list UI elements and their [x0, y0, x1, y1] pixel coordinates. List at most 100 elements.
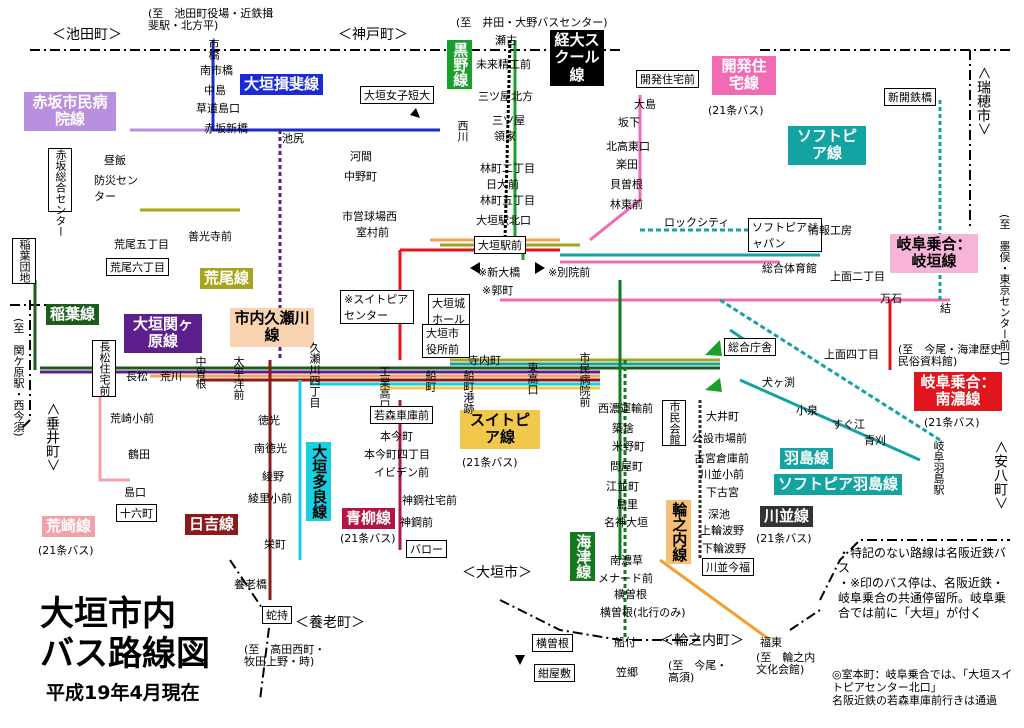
- trunk-lines: [40, 358, 720, 390]
- to-ohno: (至 井田・大野バスセンター): [456, 16, 608, 29]
- stop-yoroten: 養老橋: [234, 578, 267, 591]
- area-wanouchi: ＜輪之内町＞: [660, 633, 744, 649]
- note-line2: ・※印のバス停は、名阪近鉄・岐阜乗合の共通停留所。岐阜乗合では前に「大垣」が付く: [838, 576, 1007, 620]
- stop-softopia-japan: ソフトピアジャパン: [748, 218, 822, 252]
- stop-motoimachi: 本今町: [380, 430, 413, 443]
- line-label-kaihatsu: 開発住宅線: [712, 56, 776, 95]
- stop-sedoaki: 西濃運輸前: [598, 402, 653, 415]
- line-label-wanouchi: 輪之内線: [666, 500, 692, 564]
- stop-toi: 築捨: [612, 422, 634, 435]
- stop-hirugo: 昼飯: [104, 154, 126, 167]
- north-south-lines: [33, 39, 950, 642]
- stop-motoimachi4: 本今町四丁目: [364, 448, 430, 461]
- stop-ohgaki-joshi: 大垣女子短大: [360, 86, 434, 104]
- stop-kawasaki: 川並小前: [700, 468, 744, 481]
- stop-kashiwamura: 上輪波野: [700, 524, 744, 537]
- stop-tokumitsu: 徳光: [258, 414, 280, 427]
- stop-minami-ichihashi: 南市橋: [200, 64, 233, 77]
- stop-yokosone: 横曽根: [614, 588, 647, 601]
- stop-kogyo: 工業高口: [378, 366, 391, 410]
- line-label-hiyoshi: 日吉線: [185, 514, 239, 536]
- stop-sogo-chosha: 総合庁舎: [724, 338, 776, 356]
- line-label-keidai: 経大スクール線: [550, 30, 604, 86]
- stop-ue: 上面二丁目: [830, 270, 885, 283]
- stop-minami-kyo: 南濃草: [610, 554, 643, 567]
- stop-mikusa: 未来精工前: [476, 58, 531, 71]
- line-label-kawanami: 川並線: [760, 506, 814, 528]
- stop-ayano: 綾野: [262, 470, 284, 483]
- stop-arakawa: 荒川: [160, 370, 182, 383]
- stop-enomachi: 江並町: [606, 480, 639, 493]
- stop-sakashita: 坂下: [618, 116, 640, 129]
- to-imao: (至 今尾・海津歴史民俗資料館): [898, 343, 1002, 368]
- stop-jinja2: 神鋼前: [400, 516, 433, 529]
- stop-sakaemachi: 栄町: [264, 538, 286, 551]
- stop-bankoku: 万石: [880, 292, 902, 305]
- stop-kasanuma: 笠郷: [616, 666, 638, 679]
- stop-hinode: 日大前: [486, 178, 519, 191]
- sogo-arrows: [705, 340, 722, 392]
- footnote: ◎室本町：岐阜乗合では、「大垣スイトピアセンター北口」 名阪近鉄の若森車庫前行き…: [832, 668, 1022, 707]
- stop-fukuto: 福東: [760, 636, 782, 649]
- stop-shingo: ※郭町: [482, 284, 514, 297]
- line-sub-gifu-nano: (21条バス): [924, 416, 980, 429]
- stop-mitsuyakita: 三ツ屋北方: [478, 90, 533, 103]
- stop-inaba-danchi: 稲葉団地: [12, 238, 36, 284]
- line-label-kaizu: 海津線: [570, 532, 596, 581]
- stop-tsuruda: 鶴田: [128, 448, 150, 461]
- to-kosuga: (至 今尾・高須): [668, 659, 728, 684]
- stop-kitakoto: 北高東口: [606, 140, 650, 153]
- area-anpachi: ＜安八町＞: [992, 440, 1008, 510]
- stop-shimin-byoin: 市民病院前: [578, 352, 591, 407]
- stop-minami-tokumitsu: 南徳光: [254, 442, 287, 455]
- stop-nagamatsu: 長松住宅前: [92, 340, 116, 397]
- stop-oshima: 大島: [634, 98, 656, 111]
- stop-arao-6: 荒尾六丁目: [106, 258, 169, 276]
- line-label-inaba: 稲葉線: [46, 304, 100, 326]
- line-label-tarui: 大垣多良線: [306, 442, 332, 521]
- stop-musubi: 結: [940, 302, 951, 315]
- line-label-hashima: 羽島線: [780, 448, 834, 470]
- line-sub-kaihatsu: (21条バス): [708, 104, 764, 117]
- stop-murasame: 紺屋敷: [534, 664, 575, 682]
- to-mizuho: (至 墨俣・東京センター前口): [998, 214, 1011, 366]
- line-label-softopia-hashima: ソフトピア羽島線: [774, 474, 903, 496]
- line-label-aoyagi: 青柳線: [342, 508, 396, 530]
- stop-shin-oohashi: ※新大橋: [478, 266, 521, 279]
- line-sub-aoyagi: (21条バス): [340, 532, 396, 545]
- line-label-arao: 荒尾線: [200, 268, 254, 290]
- stop-shiei-kyujo: 市営球場西: [342, 210, 397, 223]
- stop-ogaki-north: 大垣駅北口: [476, 214, 531, 227]
- stop-ohimachi: 大井町: [706, 410, 739, 423]
- stop-shimomiya: 下古宮: [706, 486, 739, 499]
- stop-shinkai: 新開鉄橋: [884, 88, 936, 106]
- map-title-line1: 大垣市内: [40, 594, 176, 634]
- stop-ue-4: 上面四丁目: [824, 348, 879, 361]
- stop-public: 公設市場前: [692, 432, 747, 445]
- line-label-kasegawa: 市内久瀬川線: [230, 308, 314, 347]
- stop-kaisone: 貝曽根: [610, 178, 643, 191]
- stop-hayashi-higashi: 林東前: [610, 198, 643, 211]
- stop-hebimochi: 蛇持: [262, 606, 292, 624]
- stop-johokoba: 情報工房: [808, 224, 852, 237]
- stop-kawanami-ima: 川並今福: [702, 558, 754, 576]
- area-yoro: ＜養老町＞: [295, 615, 365, 631]
- stop-inugaseki: 犬ヶ渕: [762, 376, 795, 389]
- note-line1: ・特記のない路線は名阪近鉄バス: [838, 546, 1007, 575]
- stop-jinja: 神鋼社宅前: [402, 494, 457, 507]
- line-label-gifu-ogaki: 岐阜乗合：岐垣線: [890, 234, 978, 273]
- stop-shimin-kaikan: 市民会館: [662, 400, 686, 446]
- stop-rakuden: 楽田: [616, 158, 638, 171]
- stop-zenkoji: 善光寺前: [188, 230, 232, 243]
- stop-funamachi: 船町: [424, 370, 437, 392]
- stop-barrow: バロー: [406, 540, 447, 558]
- stop-nagamatsu2: 長松: [126, 370, 148, 383]
- to-takada: (至 高田西町・牧田上野・時): [244, 643, 326, 668]
- line-label-suito: スイトピア線: [460, 410, 540, 449]
- municipal-boundaries: [10, 49, 1010, 701]
- foot-line1: ◎室本町：岐阜乗合では、「大垣スイトピアセンター北口」: [832, 668, 1013, 694]
- line-label-ibi: 大垣揖斐線: [240, 74, 324, 96]
- stop-fuzu: 船付: [614, 636, 636, 649]
- stop-kaihatsu-jutaku: 開発住宅前: [636, 70, 699, 88]
